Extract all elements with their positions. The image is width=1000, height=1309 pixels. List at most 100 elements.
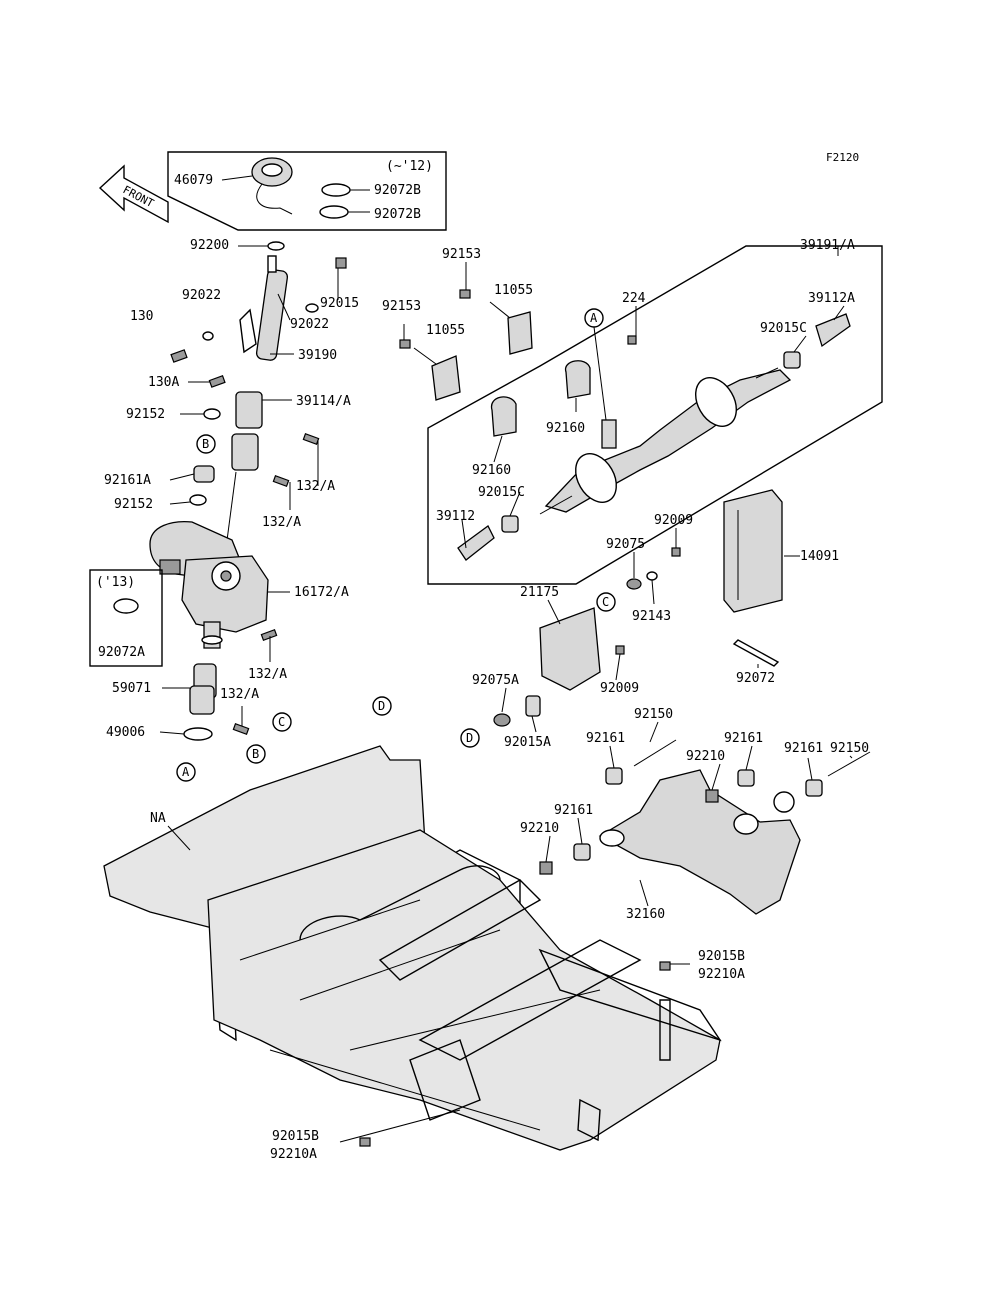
label-16172a: 16172/A — [294, 585, 349, 600]
inset-box-upto-2012: (~'12) — [167, 151, 447, 231]
label-92072b-2: 92072B — [374, 207, 421, 222]
label-49006: 49006 — [106, 725, 145, 740]
main-frame — [103, 745, 722, 1151]
callout-a-bottom: A — [176, 762, 196, 782]
washer-92200 — [267, 241, 285, 251]
callout-d-frame: D — [372, 696, 392, 716]
label-92160-2: 92160 — [472, 463, 511, 478]
label-130a: 130A — [148, 375, 179, 390]
label-39190: 39190 — [298, 348, 337, 363]
bolt-92015b-1 — [659, 961, 671, 971]
label-59071: 59071 — [112, 681, 151, 696]
strap-92072 — [732, 639, 780, 667]
svg-text:D: D — [466, 731, 473, 745]
callout-c-frame: C — [272, 712, 292, 732]
clamp-11055-left — [431, 355, 461, 401]
label-92210-2: 92210 — [520, 821, 559, 836]
label-92153-2: 92153 — [382, 299, 421, 314]
svg-text:B: B — [202, 437, 209, 451]
label-11055-1: 11055 — [494, 283, 533, 298]
label-92210-1: 92210 — [686, 749, 725, 764]
label-92200: 92200 — [190, 238, 229, 253]
label-92015: 92015 — [320, 296, 359, 311]
svg-text:A: A — [182, 765, 190, 779]
label-92075a: 92075A — [472, 673, 519, 688]
label-92161-1: 92161 — [586, 731, 625, 746]
steering-rack-assembly — [399, 245, 883, 585]
label-92015c-1: 92015C — [760, 321, 807, 336]
shaft-39190 — [255, 269, 289, 361]
svg-text:D: D — [378, 699, 385, 713]
label-92161-2: 92161 — [724, 731, 763, 746]
label-32160: 32160 — [626, 907, 665, 922]
label-224: 224 — [622, 291, 646, 306]
label-132a-3: 132/A — [248, 667, 287, 682]
label-92210a-1: 92210A — [698, 967, 745, 982]
label-92072b-1: 92072B — [374, 183, 421, 198]
label-92210a-2: 92210A — [270, 1147, 317, 1162]
label-92160-1: 92160 — [546, 421, 585, 436]
variant-note-upto-2012: (~'12) — [386, 159, 433, 174]
label-92143: 92143 — [632, 609, 671, 624]
clamp-11055-right — [507, 311, 533, 355]
circlip-92072b-2 — [319, 205, 349, 219]
label-92009-2: 92009 — [600, 681, 639, 696]
suspension-arm-32160 — [539, 739, 871, 915]
svg-text:C: C — [602, 595, 609, 609]
label-39191a: 39191/A — [800, 238, 855, 253]
label-92152-1: 92152 — [126, 407, 165, 422]
callout-d-mid: D — [460, 728, 480, 748]
document-case-14091 — [723, 489, 783, 667]
joint-39114 — [235, 391, 263, 429]
label-132a-2: 132/A — [262, 515, 301, 530]
label-39112a: 39112A — [808, 291, 855, 306]
label-92150-1: 92150 — [634, 707, 673, 722]
sheet-code: F2120 — [826, 151, 859, 164]
label-92015a: 92015A — [504, 735, 551, 750]
part-labels: 46079 92072B 92072B 92200 92022 92015 92… — [98, 173, 869, 1162]
label-92022-right: 92022 — [290, 317, 329, 332]
label-39112: 39112 — [436, 509, 475, 524]
label-92075: 92075 — [606, 537, 645, 552]
label-92009-1: 92009 — [654, 513, 693, 528]
label-92072a: 92072A — [98, 645, 145, 660]
callout-c-mid: C — [596, 592, 616, 612]
power-steering-unit-16172 — [149, 520, 269, 649]
label-14091: 14091 — [800, 549, 839, 564]
label-46079: 46079 — [174, 173, 213, 188]
label-92161a: 92161A — [104, 473, 151, 488]
label-92015c-2: 92015C — [478, 485, 525, 500]
label-39114a: 39114/A — [296, 394, 351, 409]
control-unit-21175 — [493, 547, 681, 727]
label-92152-2: 92152 — [114, 497, 153, 512]
label-92150-2: 92150 — [830, 741, 869, 756]
label-132a-4: 132/A — [220, 687, 259, 702]
label-92022-left: 92022 — [182, 288, 221, 303]
label-132a-1: 132/A — [296, 479, 335, 494]
leader-lines — [159, 245, 853, 1143]
callout-b-bottom: B — [246, 744, 266, 764]
label-na: NA — [150, 811, 166, 826]
steering-shaft-assembly — [170, 241, 347, 549]
label-92015b-2: 92015B — [272, 1129, 319, 1144]
svg-text:B: B — [252, 747, 259, 761]
lower-joint-59071 — [183, 629, 278, 741]
front-direction-arrow: FRONT — [98, 164, 169, 224]
circlip-92072b-1 — [321, 183, 351, 197]
label-92072: 92072 — [736, 671, 775, 686]
label-21175: 21175 — [520, 585, 559, 600]
inset-box-from-2013: ('13) — [89, 569, 163, 667]
variant-note-from-2013: ('13) — [96, 575, 135, 590]
label-92015b-1: 92015B — [698, 949, 745, 964]
svg-text:C: C — [278, 715, 285, 729]
callout-a-top: A — [584, 308, 607, 421]
label-11055-2: 11055 — [426, 323, 465, 338]
label-92161-4: 92161 — [554, 803, 593, 818]
label-130: 130 — [130, 309, 153, 324]
bolt-92015b-2 — [359, 1137, 371, 1147]
svg-text:A: A — [590, 311, 598, 325]
callout-b-left: B — [196, 434, 216, 454]
label-92161-3: 92161 — [784, 741, 823, 756]
